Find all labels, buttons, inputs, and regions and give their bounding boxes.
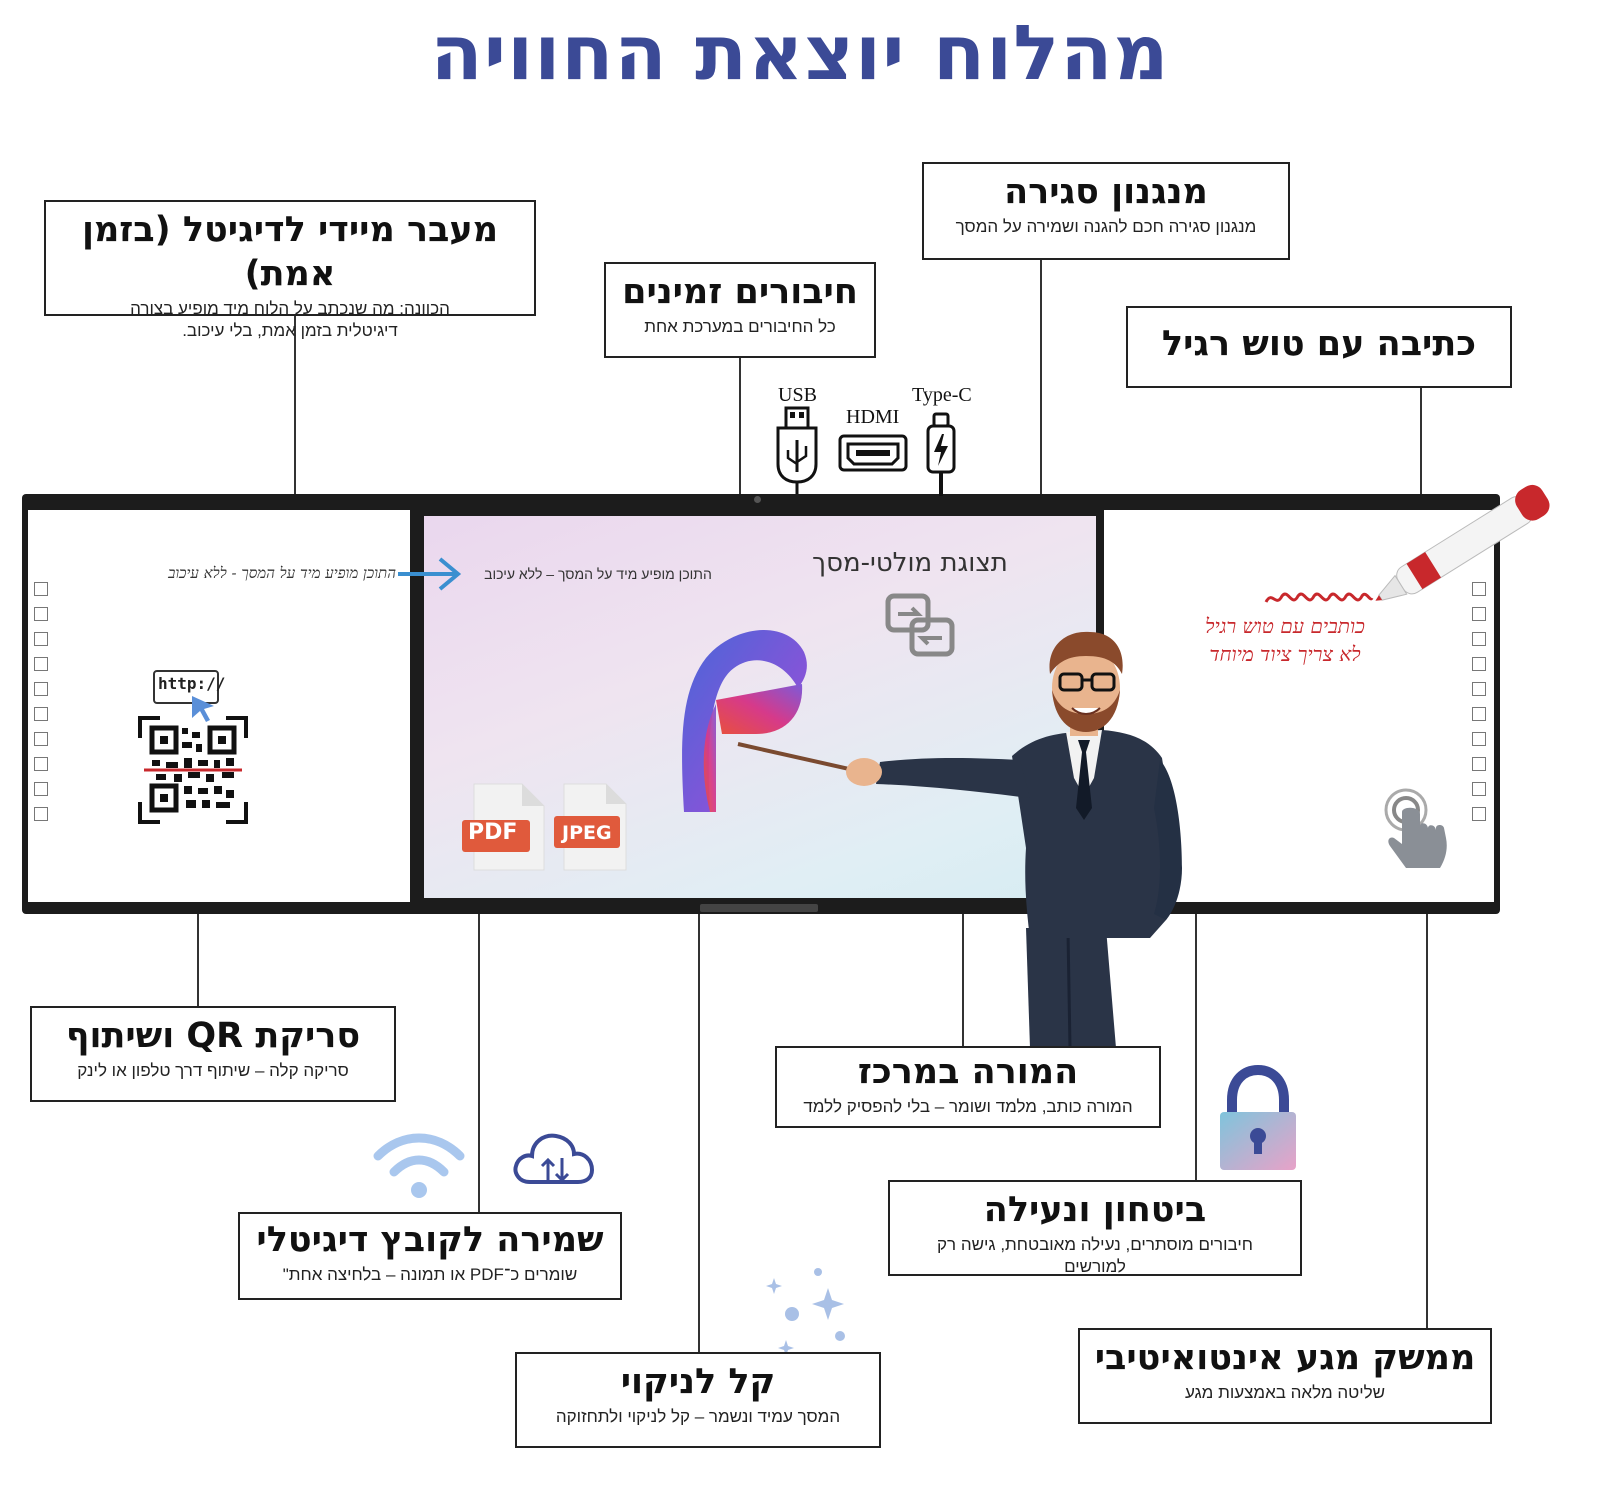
marker-pen-icon (1375, 484, 1550, 601)
scribble-icon (1264, 592, 1374, 603)
callout-closing-heading: מנגנון סגירה (1004, 172, 1208, 212)
callout-transfer: מעבר מיידי לדיגיטל (בזמן אמת) הכוונה: מה… (44, 200, 536, 340)
wifi-icon (373, 1133, 465, 1198)
connector-marker (1420, 387, 1422, 547)
pdf-file-icon (462, 783, 545, 871)
callout-qr-heading: סריקת QR ושיתוף (65, 1016, 361, 1056)
left-panel (28, 510, 410, 902)
jpeg-label: JPEG (562, 822, 612, 844)
callout-teacher-sub: המורה כותב, מלמד ושומר – בלי להפסיק ללמד (803, 1097, 1133, 1116)
callout-security-heading: ביטחון ונעילה (983, 1190, 1207, 1230)
callout-qr-sub: סריקה קלה – שיתוף דרך טלפון או לינק (77, 1061, 349, 1080)
callout-transfer-heading: מעבר מיידי לדיגיטל (בזמן אמת) (81, 210, 499, 294)
multiscreen-label: תצוגת מולטי-מסך (812, 548, 1008, 578)
callout-clean-sub: המסך עמיד ונשמר – קל לניקוי ולתחזוקה (555, 1407, 841, 1426)
callout-connections: חיבורים זמינים כל החיבורים במערכת אחת (604, 262, 876, 358)
typec-label: Type-C (912, 384, 972, 406)
url-badge (153, 670, 219, 704)
cloud-sync-icon (513, 1133, 595, 1184)
jpeg-file-icon (554, 783, 627, 871)
multiscreen-icon (885, 593, 955, 657)
teacher-figure (737, 631, 1182, 1049)
left-handwriting: התוכן מופיע מיד על המסך - ללא עיכוב (168, 564, 396, 582)
right-toolbar[interactable] (1472, 582, 1486, 821)
callout-marker-heading: כתיבה עם טוש רגיל (1161, 324, 1477, 364)
usb-label: USB (778, 384, 817, 406)
lock-icon (1220, 1064, 1296, 1170)
connector-touch (1426, 912, 1428, 1330)
hdmi-port-icon (838, 434, 908, 472)
connector-qr (197, 832, 199, 1008)
bottom-button-strip (700, 904, 818, 912)
typec-port-icon (926, 412, 956, 496)
callout-closing: מנגנון סגירה מנגנון סגירה חכם להגנה ושמי… (922, 162, 1290, 260)
usb-port-icon (776, 406, 818, 494)
pdf-label: PDF (468, 820, 518, 845)
callout-touch-sub: שליטה מלאה באמצעות מגע (1184, 1383, 1386, 1402)
callout-clean-heading: קל לניקוי (620, 1362, 776, 1402)
cursor-icon (192, 696, 214, 722)
callout-connections-sub: כל החיבורים במערכת אחת (644, 317, 836, 336)
connector-security (1195, 912, 1197, 1182)
arrow-right-icon (398, 557, 462, 591)
touch-hand-icon (1384, 788, 1447, 868)
callout-clean: קל לניקוי המסך עמיד ונשמר – קל לניקוי ול… (515, 1352, 881, 1448)
connector-teacher (962, 912, 964, 1048)
connector-clean (698, 912, 700, 1354)
callout-security: ביטחון ונעילה חיבורים מוסתרים, נעילה מאו… (888, 1180, 1302, 1276)
connector-save (478, 862, 480, 1214)
camera-dot (754, 496, 761, 503)
connector-connections (739, 357, 741, 495)
callout-save: שמירה לקובץ דיגיטלי שומרים כ־PDF או תמונ… (238, 1212, 622, 1300)
callout-save-sub: שומרים כ־PDF או תמונה – בלחיצה אחת" (282, 1265, 578, 1284)
qr-code-icon (138, 716, 248, 824)
callout-touch-heading: ממשק מגע אינטואיטיבי (1094, 1338, 1476, 1378)
hdmi-label: HDMI (846, 406, 900, 428)
connector-transfer (294, 315, 296, 553)
callout-transfer-sub: הכוונה: מה שנכתב על הלוח מיד מופיע בצורה… (130, 299, 450, 340)
right-handwriting-line1: כותבים עם טוש רגיל (1205, 614, 1365, 638)
connector-closing (1040, 259, 1042, 495)
callout-teacher: המורה במרכז המורה כותב, מלמד ושומר – בלי… (775, 1046, 1161, 1128)
brand-logo-icon (682, 629, 807, 812)
callout-save-heading: שמירה לקובץ דיגיטלי (256, 1220, 604, 1260)
url-label: http:// (158, 674, 226, 693)
callout-connections-heading: חיבורים זמינים (622, 272, 858, 312)
page-title: מהלוח יוצאת החוויה (430, 8, 1170, 97)
callout-teacher-heading: המורה במרכז (857, 1052, 1079, 1092)
callout-qr: סריקת QR ושיתוף סריקה קלה – שיתוף דרך טל… (30, 1006, 396, 1102)
left-toolbar[interactable] (34, 582, 48, 821)
callout-marker: כתיבה עם טוש רגיל (1126, 306, 1512, 388)
right-handwriting-line2: לא צריך ציוד מיוחד (1209, 642, 1361, 666)
callout-closing-sub: מנגנון סגירה חכם להגנה ושמירה על המסך (955, 217, 1257, 236)
center-instant-text: התוכן מופיע מיד על המסך – ללא עיכוב (484, 566, 712, 582)
callout-security-sub: חיבורים מוסתרים, נעילה מאובטחת, גישה רק … (936, 1235, 1253, 1276)
callout-touch: ממשק מגע אינטואיטיבי שליטה מלאה באמצעות … (1078, 1328, 1492, 1424)
